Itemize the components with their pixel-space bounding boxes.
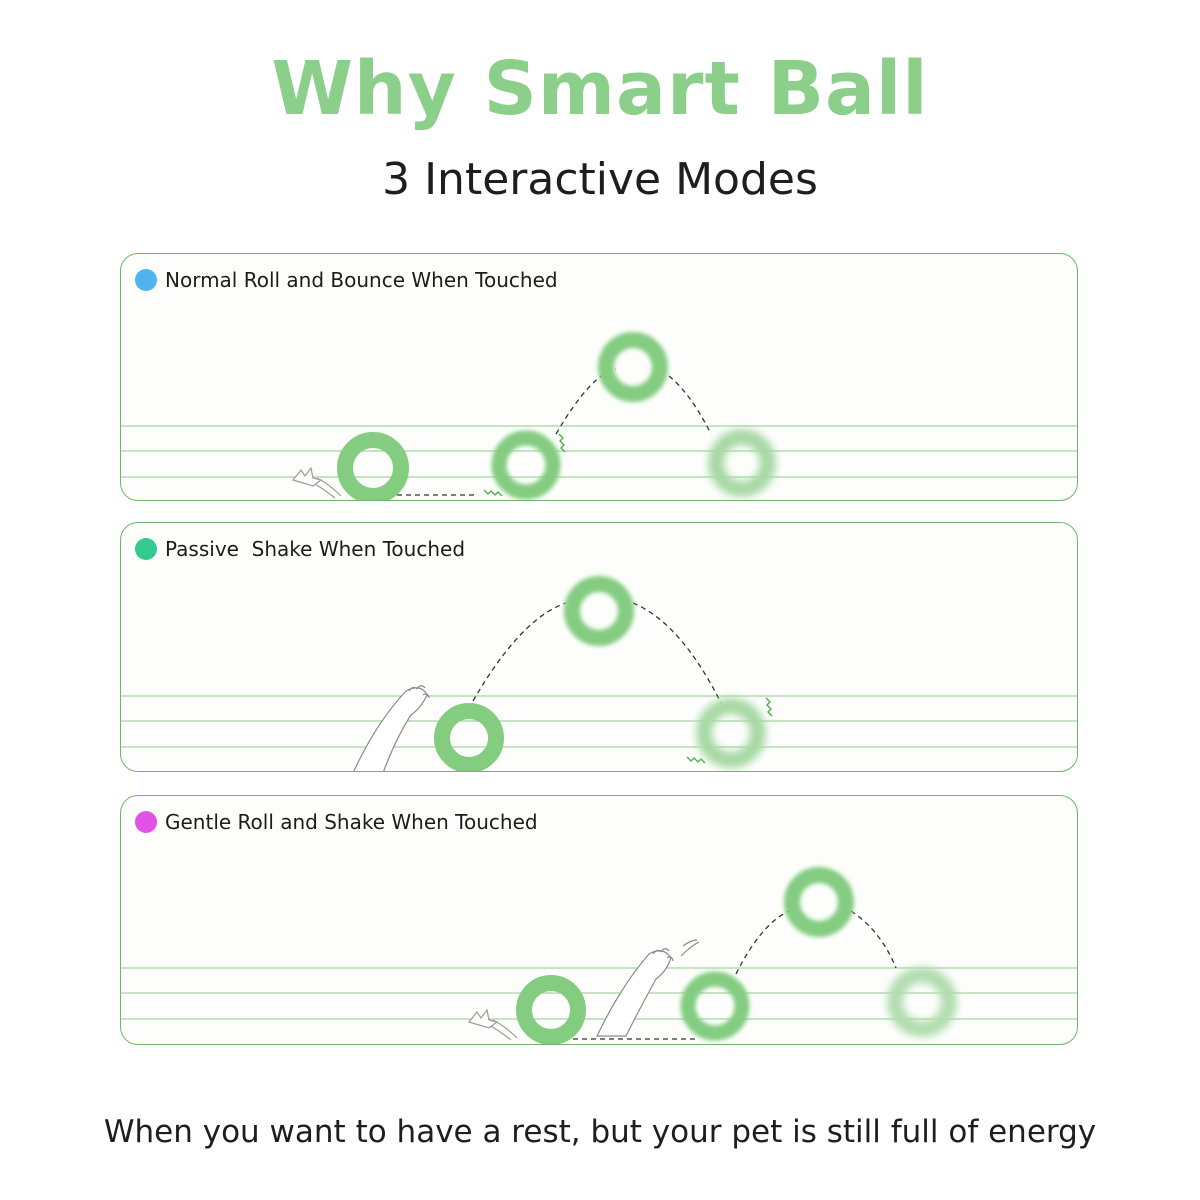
ball-icon bbox=[337, 432, 409, 500]
mode-panel-passive: Passive Shake When Touched bbox=[120, 522, 1078, 772]
mode-panel-gentle: Gentle Roll and Shake When Touched bbox=[120, 795, 1078, 1045]
mode-indicator-dot bbox=[135, 538, 157, 560]
mode-illustration bbox=[121, 332, 1077, 500]
ball-icon bbox=[491, 430, 561, 500]
ball-icon bbox=[887, 967, 957, 1037]
mode-indicator-dot bbox=[135, 811, 157, 833]
ball-icon bbox=[680, 971, 750, 1041]
ball-icon bbox=[708, 429, 776, 497]
cat-paw-icon bbox=[353, 685, 430, 771]
swipe-paw-icon bbox=[291, 466, 342, 499]
page-title: Why Smart Ball bbox=[271, 46, 929, 132]
mode-indicator-dot bbox=[135, 269, 157, 291]
mode-header: Passive Shake When Touched bbox=[135, 537, 465, 561]
ball-icon bbox=[784, 867, 854, 937]
mode-panel-normal: Normal Roll and Bounce When Touched bbox=[120, 253, 1078, 501]
mode-label: Normal Roll and Bounce When Touched bbox=[165, 268, 558, 292]
mode-illustration bbox=[121, 867, 1077, 1044]
ball-icon bbox=[434, 703, 504, 771]
cat-paw-icon bbox=[596, 939, 700, 1037]
mode-label: Gentle Roll and Shake When Touched bbox=[165, 810, 538, 834]
mode-header: Normal Roll and Bounce When Touched bbox=[135, 268, 558, 292]
mode-illustration bbox=[121, 576, 1077, 771]
page-subtitle: 3 Interactive Modes bbox=[382, 154, 818, 205]
swipe-paw-icon bbox=[467, 1008, 518, 1041]
footer-tagline: When you want to have a rest, but your p… bbox=[103, 1114, 1097, 1150]
ball-icon bbox=[516, 975, 586, 1044]
ball-icon bbox=[598, 332, 668, 402]
mode-header: Gentle Roll and Shake When Touched bbox=[135, 810, 538, 834]
ball-icon bbox=[564, 576, 634, 646]
ball-icon bbox=[696, 698, 766, 768]
mode-label: Passive Shake When Touched bbox=[165, 537, 466, 561]
